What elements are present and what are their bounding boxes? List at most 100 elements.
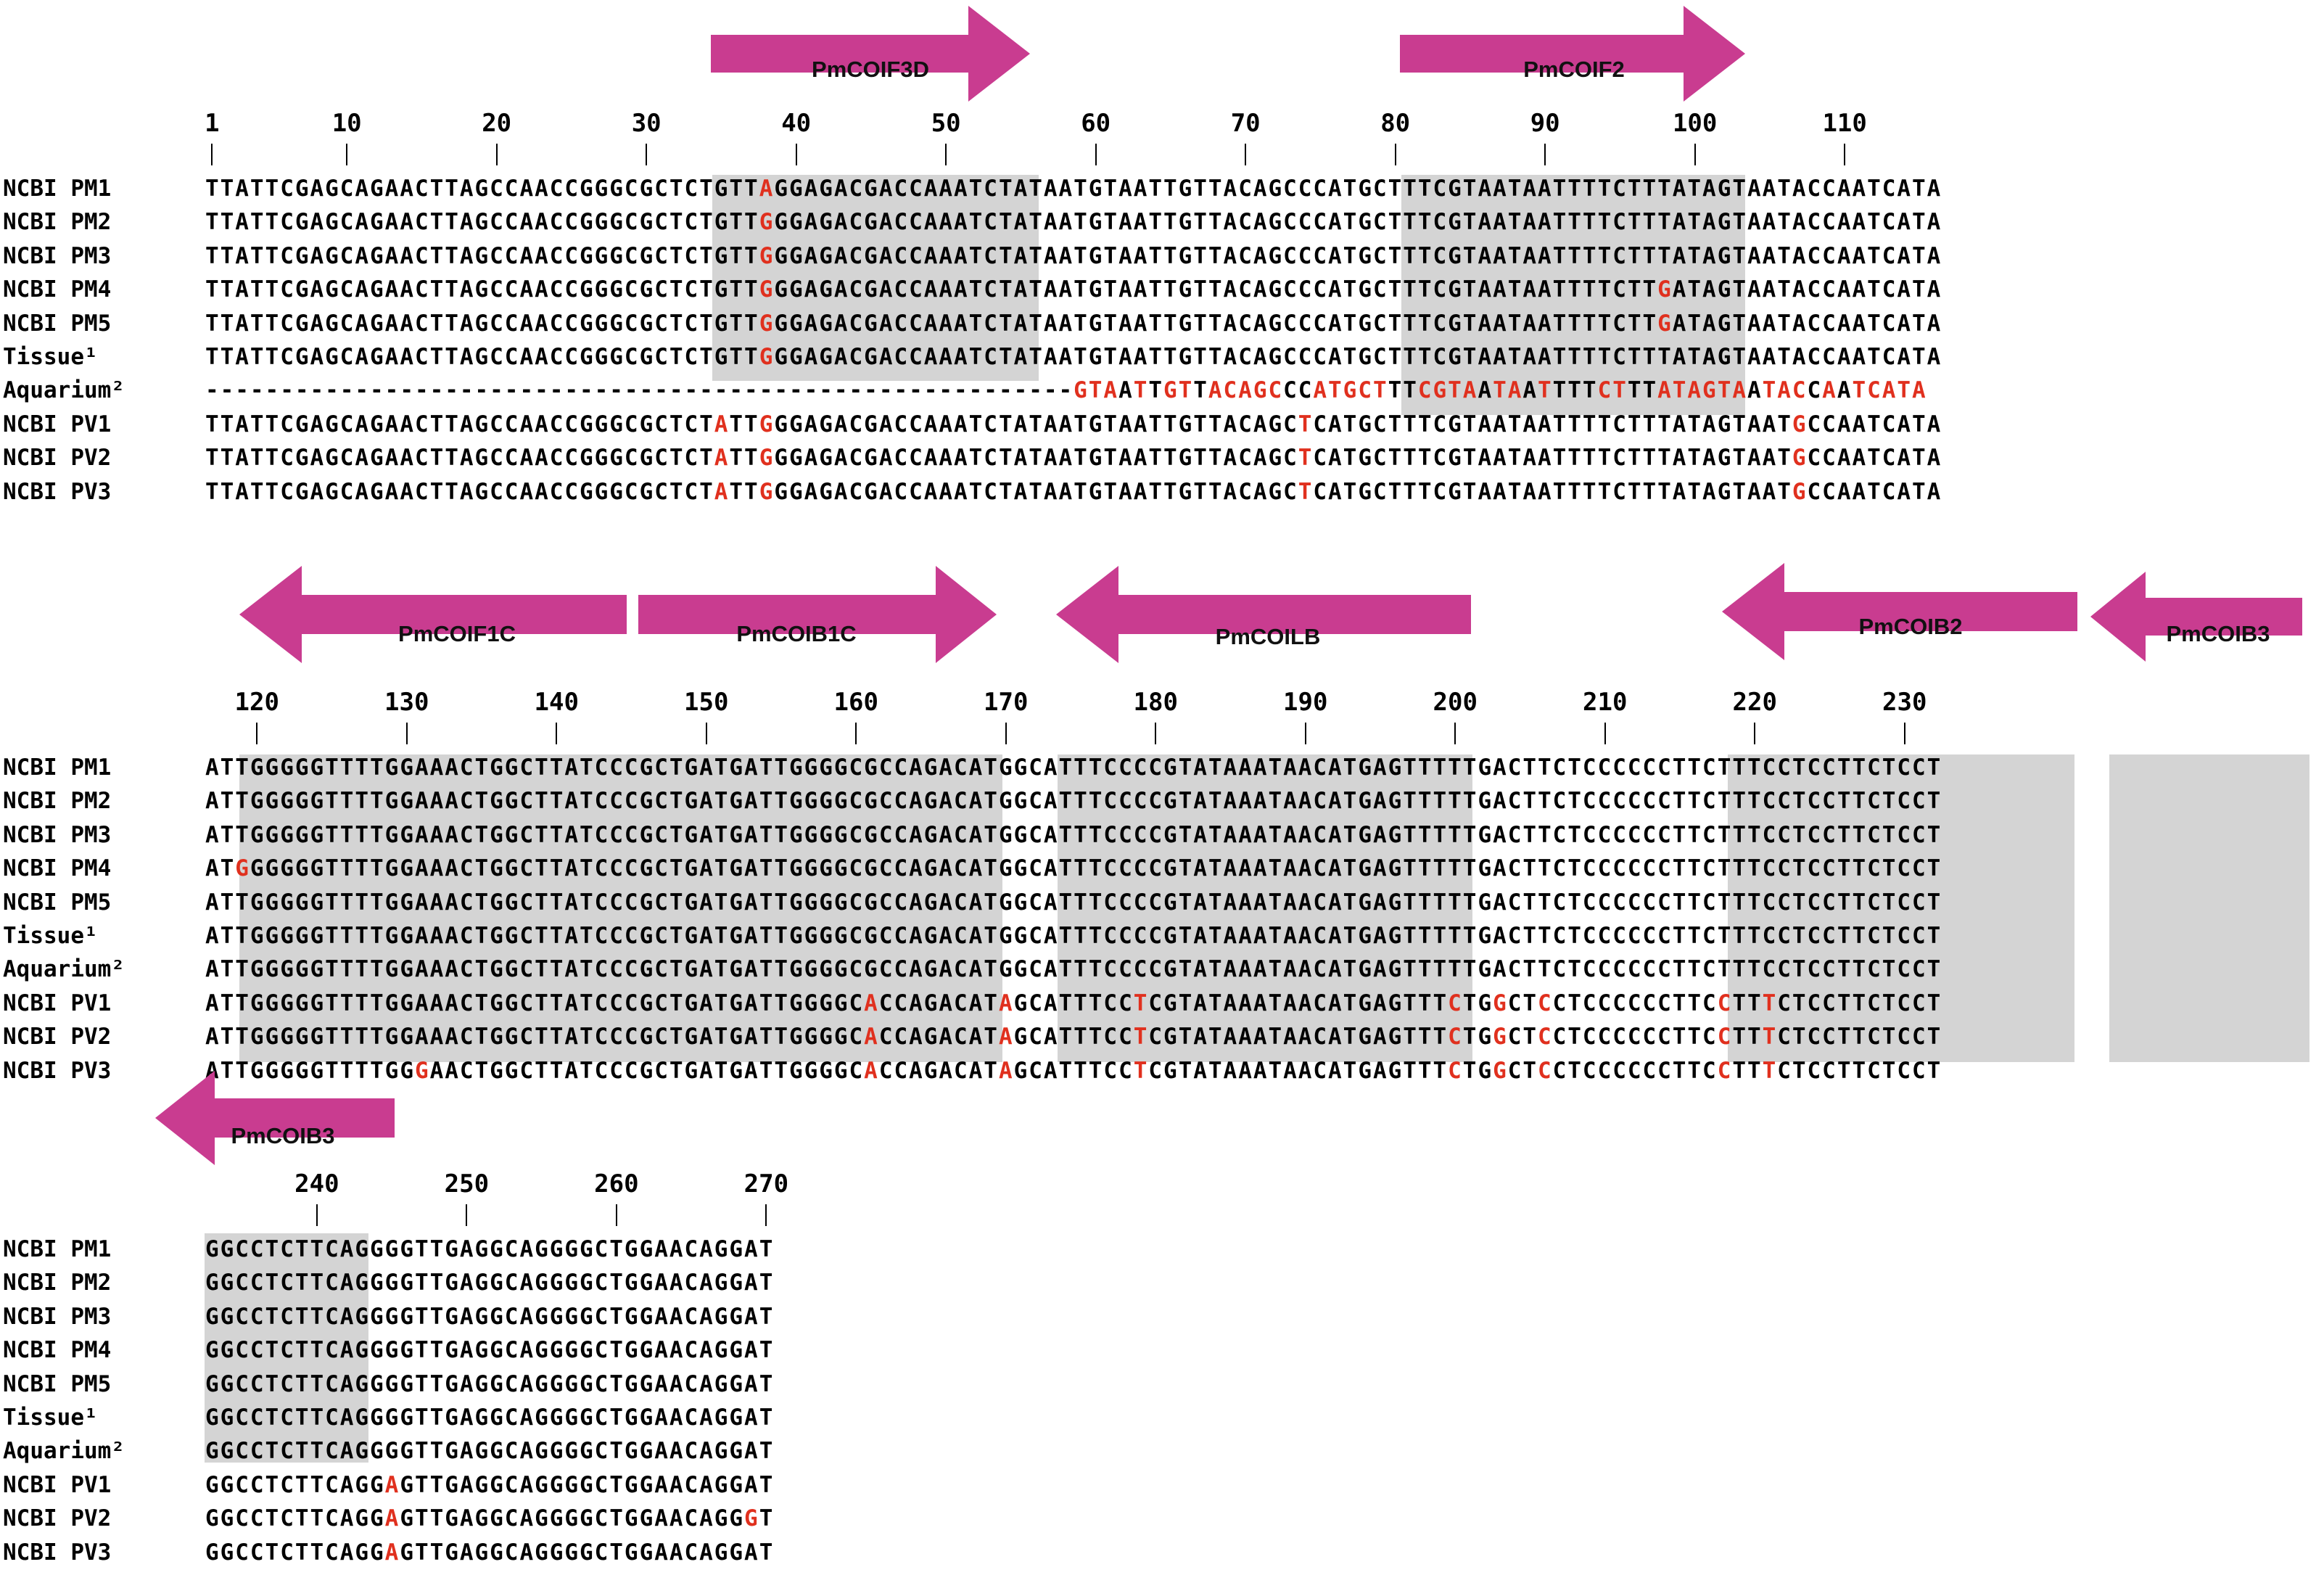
base: G [205,1505,219,1532]
base: A [954,344,968,370]
base: T [1672,990,1686,1016]
base: C [1702,754,1716,781]
base: T [1852,923,1866,949]
base: C [280,1438,294,1465]
base: C [684,1438,699,1465]
base: A [1762,242,1776,269]
base: G [1478,754,1492,781]
mutation-base: T [1088,377,1103,404]
base: G [594,344,609,370]
base: G [504,956,519,983]
base: T [1148,176,1163,202]
base: T [1597,276,1612,303]
base: A [445,855,458,882]
base: T [1867,445,1881,472]
base: C [549,445,564,472]
base: G [774,478,788,505]
base: T [220,478,234,505]
base: T [1103,176,1118,202]
base: A [564,923,579,949]
base: G [564,1236,579,1262]
base: C [954,788,968,815]
base: G [833,1024,848,1050]
base: T [1627,276,1641,303]
base: G [355,1337,369,1364]
base: - [594,377,609,404]
base: A [699,956,713,983]
mutation-base: C [1538,990,1552,1016]
base: C [1612,923,1626,949]
base: A [1043,209,1058,236]
base: G [504,754,519,781]
base: C [1702,889,1716,916]
base: G [1358,242,1372,269]
sequence-row: GGCCTCTTCAGGGGTTGAGGCAGGGGCTGGAACAGGAT [205,1300,773,1333]
base: C [1433,209,1447,236]
base: C [1777,1024,1791,1050]
base: A [1837,310,1851,337]
base: G [445,1270,458,1296]
base: C [594,1303,609,1330]
base: A [939,956,953,983]
base: T [1687,242,1702,269]
base: A [535,344,548,370]
base: - [759,377,773,404]
base: A [400,478,413,505]
base: A [459,209,474,236]
base: A [968,855,983,882]
base: C [1148,889,1163,916]
base: C [1642,788,1657,815]
base: T [1208,411,1222,437]
base: G [774,310,788,337]
base: T [1597,209,1612,236]
base: T [265,411,279,437]
base: A [429,889,444,916]
base: T [1074,1057,1087,1084]
base: A [1493,209,1507,236]
base: C [1552,923,1567,949]
base: T [474,1024,489,1050]
base: T [429,1236,444,1262]
sequence-row-label: NCBI PM4 [3,1337,112,1364]
base: A [1328,1024,1342,1050]
base: C [1627,923,1641,949]
base: A [235,276,249,303]
base: A [1493,889,1507,916]
base: T [1567,821,1581,848]
primer-label: PmCOIF3D [812,57,929,82]
base: C [1642,754,1657,781]
ruler-number: 130 [384,688,429,717]
primer-region-shade [1058,754,1472,1062]
base: G [400,1438,413,1465]
base: C [624,276,638,303]
base: A [1223,478,1237,505]
base: G [580,478,593,505]
base: A [954,445,968,472]
base: C [519,956,534,983]
base: T [220,411,234,437]
mutation-base: C [1223,377,1237,404]
base: T [1088,1057,1103,1084]
base: T [1193,310,1207,337]
base: T [1642,478,1657,505]
base: G [250,1024,264,1050]
base: T [265,1236,279,1262]
base: T [1642,242,1657,269]
base: C [325,1337,339,1364]
base: G [310,855,324,882]
base: C [1372,209,1387,236]
base: C [624,445,638,472]
base: G [819,276,833,303]
base: A [414,1024,429,1050]
base: T [1852,1024,1866,1050]
ruler-number: 230 [1882,688,1927,717]
base: A [1762,176,1776,202]
base: G [729,754,743,781]
base: T [774,821,788,848]
base: T [1837,754,1851,781]
base: C [1029,923,1042,949]
base: T [549,923,564,949]
base: A [1762,276,1776,303]
base: A [459,478,474,505]
base: T [729,344,743,370]
